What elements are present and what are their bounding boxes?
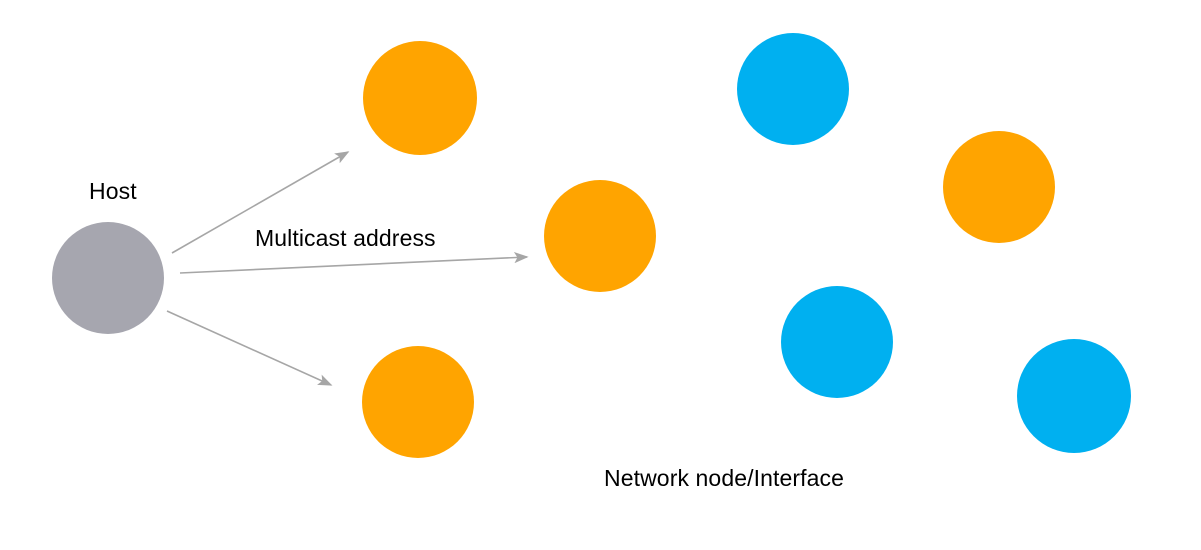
network-node-orange-top[interactable]	[363, 41, 477, 155]
arrow-to-orange-middle	[179, 251, 529, 274]
network-node-orange-bottom[interactable]	[362, 346, 474, 458]
multicast-address-label: Multicast address	[255, 225, 436, 251]
network-node-blue-middle[interactable]	[781, 286, 893, 398]
host-label: Host	[89, 178, 137, 204]
arrow-to-orange-bottom	[166, 310, 333, 386]
network-node-blue-bottom[interactable]	[1017, 339, 1131, 453]
network-node-blue-top[interactable]	[737, 33, 849, 145]
network-node-orange-right[interactable]	[943, 131, 1055, 243]
network-node-interface-label: Network node/Interface	[604, 465, 844, 491]
arrow-to-orange-top	[171, 151, 350, 254]
network-node-orange-middle[interactable]	[544, 180, 656, 292]
host-node[interactable]	[52, 222, 164, 334]
